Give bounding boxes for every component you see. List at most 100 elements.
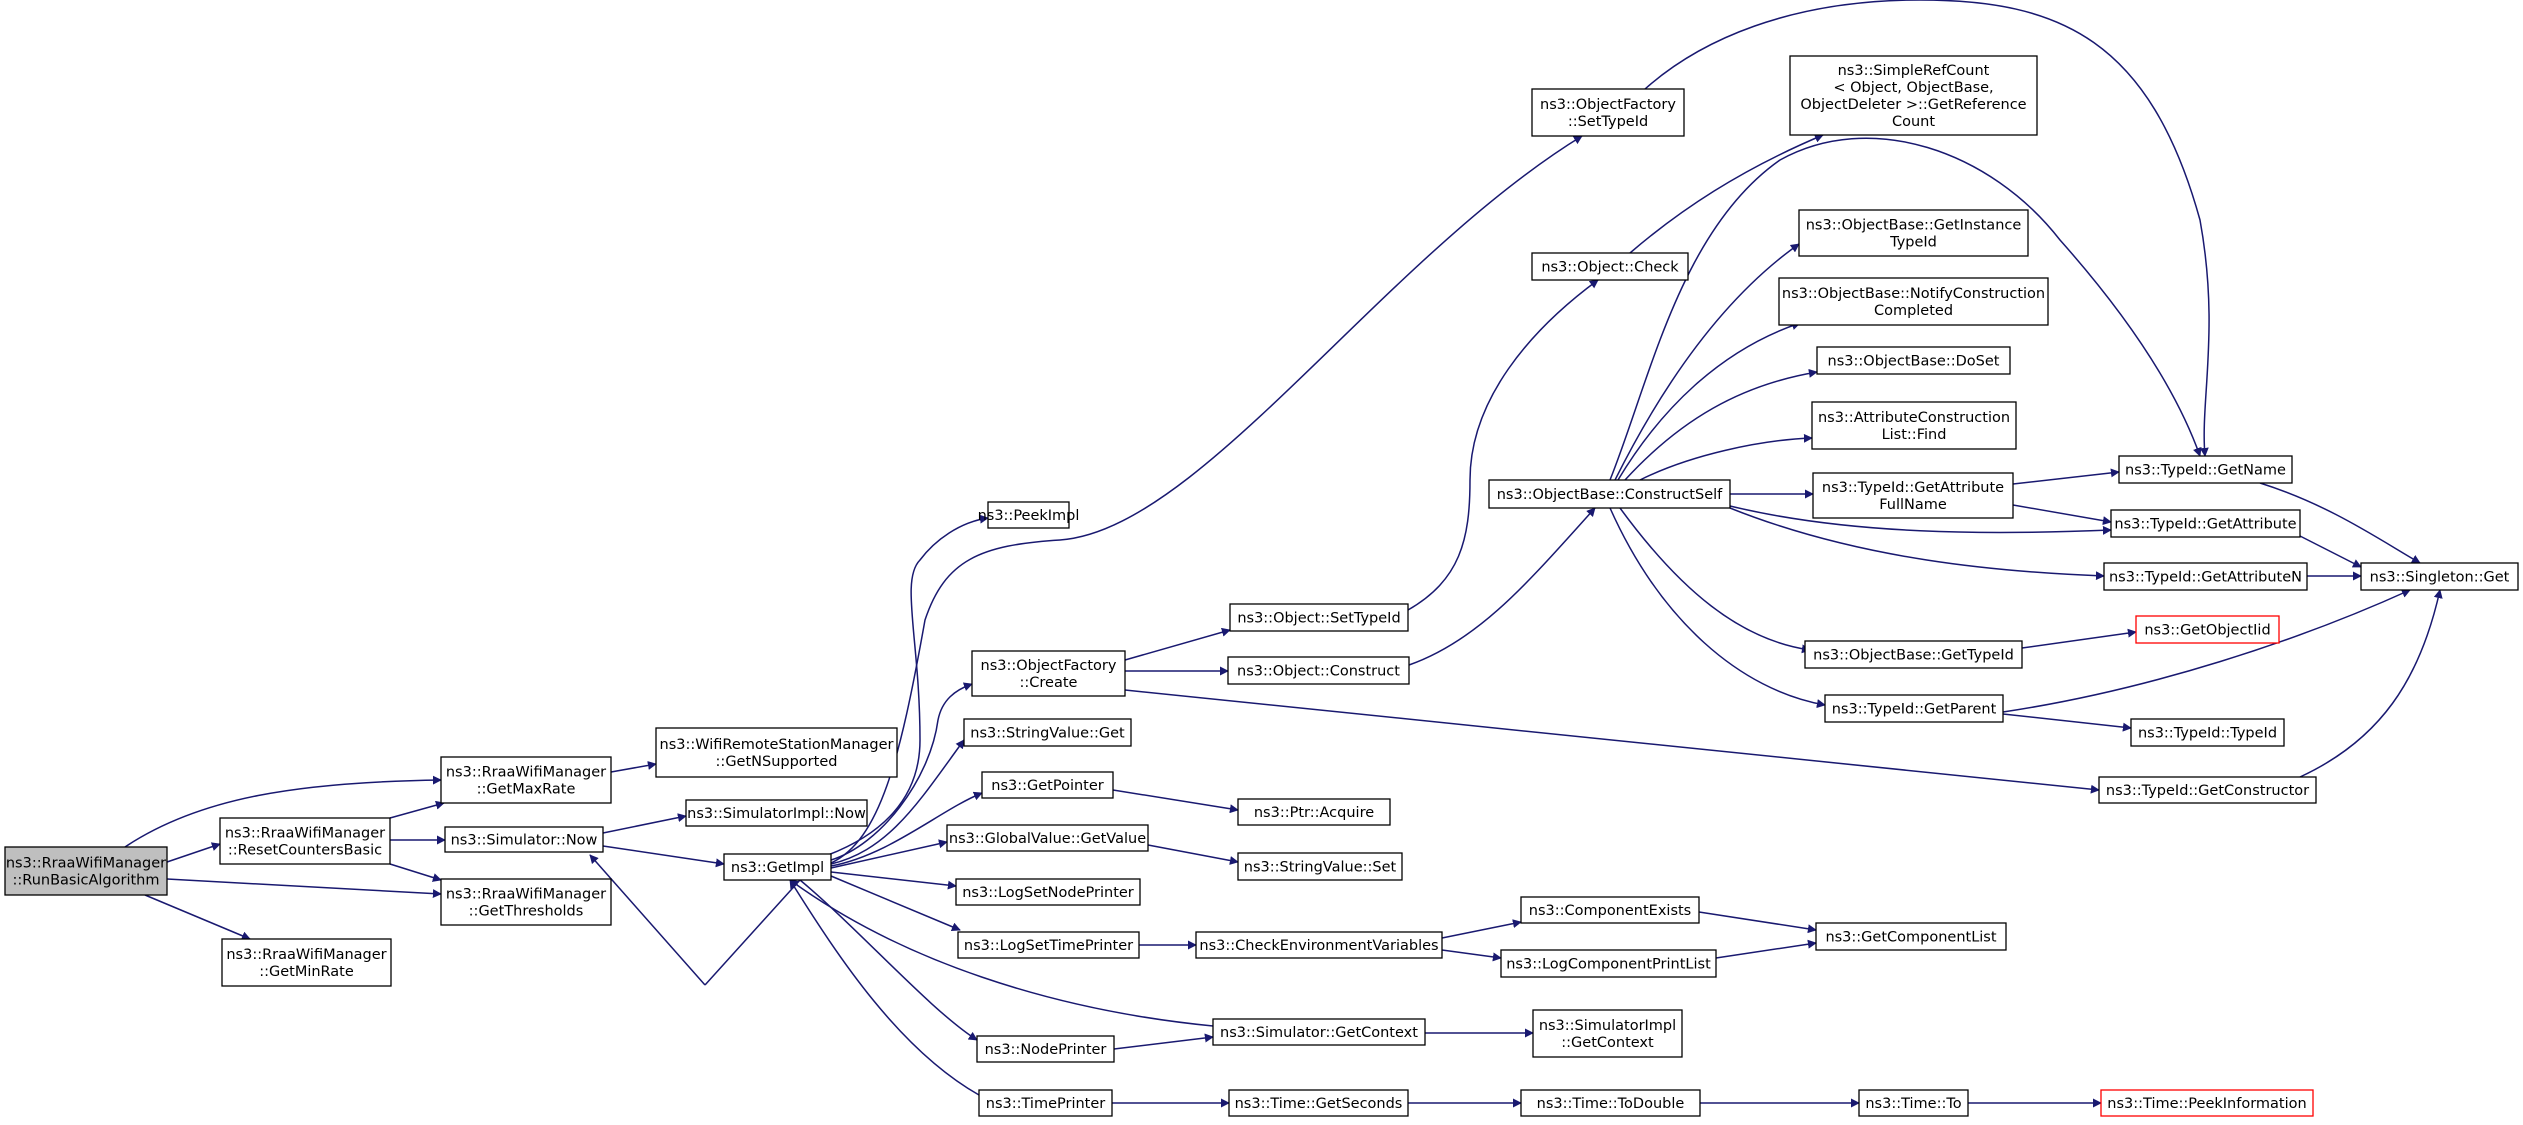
node-box <box>1798 209 2029 257</box>
function-node-run[interactable]: ns3::RraaWifiManager::RunBasicAlgorithm <box>4 846 168 896</box>
function-node-simgetctx[interactable]: ns3::Simulator::GetContext <box>1212 1018 1426 1046</box>
function-node-simimplnow[interactable]: ns3::SimulatorImpl::Now <box>685 799 868 827</box>
call-edge-getimpl-to-lstp <box>830 875 961 932</box>
function-node-getmax[interactable]: ns3::RraaWifiManager::GetMaxRate <box>440 756 612 804</box>
node-label-line: ::SetTypeId <box>1568 114 1648 130</box>
function-node-lstp[interactable]: ns3::LogSetTimePrinter <box>957 931 1140 959</box>
node-label-line: ns3::ObjectBase::DoSet <box>1828 354 2000 370</box>
function-node-objconstruct[interactable]: ns3::Object::Construct <box>1227 656 1410 685</box>
function-node-obconstructself[interactable]: ns3::ObjectBase::ConstructSelf <box>1488 479 1731 509</box>
node-label-line: ns3::RraaWifiManager <box>226 947 386 963</box>
function-node-compexists[interactable]: ns3::ComponentExists <box>1520 896 1700 924</box>
node-box <box>2100 1089 2314 1117</box>
function-node-chkenv[interactable]: ns3::CheckEnvironmentVariables <box>1195 931 1443 959</box>
function-node-tidgetattrn[interactable]: ns3::TypeId::GetAttributeN <box>2103 562 2308 591</box>
function-node-logcompprint[interactable]: ns3::LogComponentPrintList <box>1500 949 1717 978</box>
call-edge-ofcreate-to-tidgetctor <box>1124 689 2100 794</box>
node-label-line: ns3::ObjectBase::NotifyConstruction <box>1782 286 2045 302</box>
node-label-line: List::Find <box>1882 427 1947 443</box>
node-label-line: ns3::GetImpl <box>731 860 824 876</box>
function-node-timeto[interactable]: ns3::Time::To <box>1858 1089 1969 1117</box>
node-label-line: ::Create <box>1020 675 1078 691</box>
function-node-gvget[interactable]: ns3::GlobalValue::GetValue <box>946 824 1149 852</box>
function-node-nodeprinter[interactable]: ns3::NodePrinter <box>976 1035 1115 1063</box>
node-box <box>2110 509 2301 538</box>
call-edge-obgettypeid-to-getobjectiid <box>2021 628 2137 649</box>
function-node-obgettypeid[interactable]: ns3::ObjectBase::GetTypeId <box>1804 640 2023 669</box>
node-label-line: ns3::Time::GetSeconds <box>1235 1096 1403 1112</box>
node-label-line: ns3::AttributeConstruction <box>1818 410 2010 426</box>
function-node-srcgetref[interactable]: ns3::SimpleRefCount< Object, ObjectBase,… <box>1789 55 2038 136</box>
function-node-getobjectiid[interactable]: ns3::GetObjectIid <box>2135 615 2280 644</box>
node-label-line: ns3::ObjectFactory <box>1540 97 1676 113</box>
function-node-timepeek[interactable]: ns3::Time::PeekInformation <box>2100 1089 2314 1117</box>
function-node-ofsettype[interactable]: ns3::ObjectFactory::SetTypeId <box>1531 88 1685 137</box>
node-label-line: ns3::Object::Construct <box>1237 664 1400 680</box>
function-node-lsnp[interactable]: ns3::LogSetNodePrinter <box>955 878 1141 906</box>
node-label-line: ns3::TypeId::GetAttributeN <box>2109 570 2302 586</box>
node-label-line: ns3::GlobalValue::GetValue <box>949 831 1146 847</box>
node-box <box>976 1035 1115 1063</box>
call-edge-tidgetparent-to-tidtypeid <box>2002 713 2132 732</box>
call-edge-nodeprinter-to-simgetctx <box>1113 1033 1214 1050</box>
call-edge-getmax-to-getnsup <box>610 760 657 773</box>
node-box <box>946 824 1149 852</box>
function-node-tidgetctor[interactable]: ns3::TypeId::GetConstructor <box>2098 776 2317 804</box>
function-node-getthr[interactable]: ns3::RraaWifiManager::GetThresholds <box>440 878 612 926</box>
function-node-simnow[interactable]: ns3::Simulator::Now <box>444 826 604 853</box>
function-node-objsettype[interactable]: ns3::Object::SetTypeId <box>1229 603 1409 632</box>
call-edge-chkenv-to-compexists <box>1441 919 1522 939</box>
node-box <box>1804 640 2023 669</box>
node-box <box>1228 1089 1409 1117</box>
function-node-tidgetparent[interactable]: ns3::TypeId::GetParent <box>1824 694 2004 723</box>
call-edge-obconstructself-to-tidgetattr <box>1729 505 2112 535</box>
node-label-line: ns3::Simulator::Now <box>451 833 598 849</box>
call-edge-chkenv-to-logcompprint <box>1441 949 1502 962</box>
function-node-simimplgetctx[interactable]: ns3::SimulatorImpl::GetContext <box>1532 1009 1683 1058</box>
call-edge-tidgetparent-to-singget <box>2002 589 2411 713</box>
node-label-line: ns3::Object::Check <box>1541 260 1679 276</box>
node-box <box>221 938 392 987</box>
function-node-ptracq[interactable]: ns3::Ptr::Acquire <box>1237 798 1391 826</box>
function-node-obdoset[interactable]: ns3::ObjectBase::DoSet <box>1816 346 2011 375</box>
function-node-tidgetattr[interactable]: ns3::TypeId::GetAttribute <box>2110 509 2301 538</box>
node-box <box>440 878 612 926</box>
function-node-singget[interactable]: ns3::Singleton::Get <box>2360 562 2519 591</box>
call-edge-run-to-reset <box>166 842 221 863</box>
function-node-strget[interactable]: ns3::StringValue::Get <box>963 718 1132 747</box>
function-node-obnotify[interactable]: ns3::ObjectBase::NotifyConstructionCompl… <box>1778 277 2049 326</box>
function-node-getnsup[interactable]: ns3::WifiRemoteStationManager::GetNSuppo… <box>655 727 898 778</box>
call-edge-tidgetattrfull-to-tidgetattr <box>2012 504 2112 526</box>
function-node-objcheck[interactable]: ns3::Object::Check <box>1531 252 1689 281</box>
function-node-getmin[interactable]: ns3::RraaWifiManager::GetMinRate <box>221 938 392 987</box>
function-node-peekimpl[interactable]: ns3::PeekImpl <box>978 501 1080 529</box>
function-node-getimpl[interactable]: ns3::GetImpl <box>723 853 832 881</box>
call-edge-obconstructself-to-acfind <box>1639 433 1813 481</box>
node-label-line: ns3::RraaWifiManager <box>6 856 166 872</box>
node-label-line: ns3::SimpleRefCount <box>1838 63 1990 79</box>
function-node-getcomplist[interactable]: ns3::GetComponentList <box>1815 922 2007 951</box>
call-edge-getimpl-to-strget <box>830 739 965 865</box>
node-label-line: ::GetNSupported <box>716 754 838 770</box>
node-box <box>987 501 1070 529</box>
node-box <box>978 1089 1113 1117</box>
function-node-timetodouble[interactable]: ns3::Time::ToDouble <box>1520 1089 1701 1117</box>
function-node-getptr[interactable]: ns3::GetPointer <box>981 771 1114 799</box>
node-box <box>2118 455 2293 484</box>
function-node-tidtypeid[interactable]: ns3::TypeId::TypeId <box>2130 718 2285 747</box>
node-label-line: ns3::Singleton::Get <box>2370 570 2510 586</box>
function-node-tidgetname[interactable]: ns3::TypeId::GetName <box>2118 455 2293 484</box>
function-node-timeprinter[interactable]: ns3::TimePrinter <box>978 1089 1113 1117</box>
call-edge-gvget-to-strset <box>1147 844 1239 865</box>
function-node-reset[interactable]: ns3::RraaWifiManager::ResetCountersBasic <box>219 817 391 865</box>
function-node-timegetsec[interactable]: ns3::Time::GetSeconds <box>1228 1089 1409 1117</box>
call-edge-simnow-to-simimplnow <box>602 813 687 834</box>
node-box <box>2135 615 2280 644</box>
call-edge-getimpl-to-ofcreate <box>830 682 973 861</box>
call-edge-logcompprint-to-getcomplist <box>1715 939 1817 959</box>
function-node-strset[interactable]: ns3::StringValue::Set <box>1237 852 1403 881</box>
function-node-ofcreate[interactable]: ns3::ObjectFactory::Create <box>971 650 1126 697</box>
